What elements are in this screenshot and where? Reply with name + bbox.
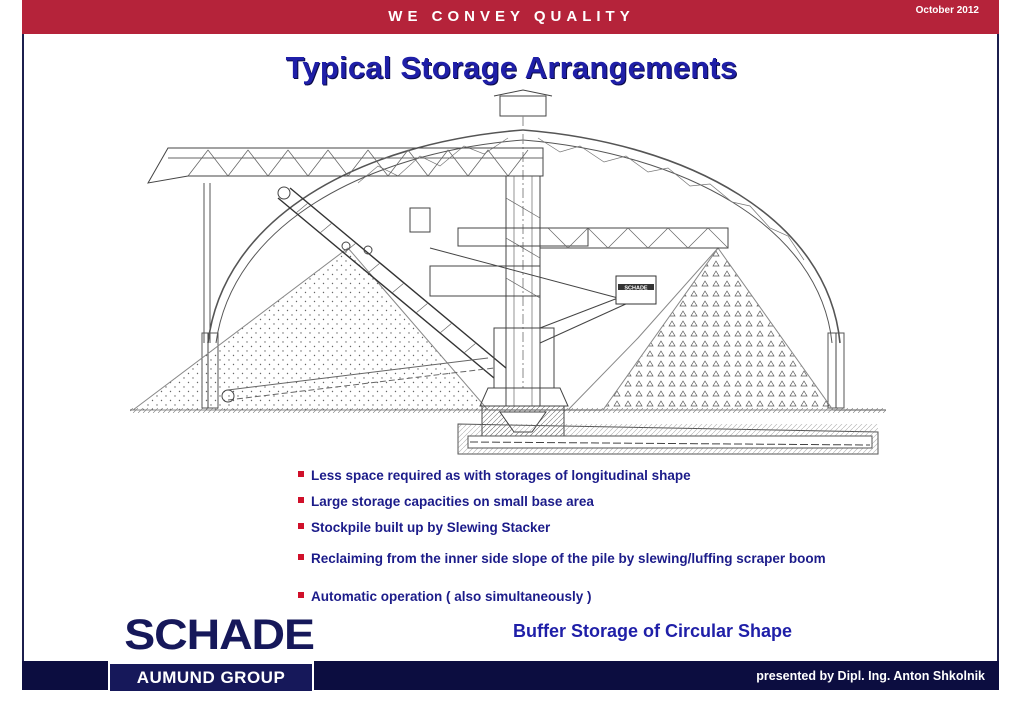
bullet-item: Less space required as with storages of …	[298, 468, 691, 483]
logo-group-name: AUMUND GROUP	[110, 664, 312, 691]
bullet-item: Large storage capacities on small base a…	[298, 494, 594, 509]
bullet-marker	[298, 592, 304, 598]
bullet-text: Stockpile built up by Slewing Stacker	[311, 520, 551, 535]
date-label: October 2012	[915, 5, 979, 16]
bullet-item: Automatic operation ( also simultaneousl…	[298, 589, 592, 604]
circular-storage-drawing: SCHADE	[130, 89, 886, 455]
section-subtitle: Buffer Storage of Circular Shape	[513, 621, 793, 641]
bullet-text: Reclaiming from the inner side slope of …	[311, 551, 826, 566]
bullet-item: Reclaiming from the inner side slope of …	[298, 551, 826, 566]
machine-logo-text: SCHADE	[624, 286, 648, 292]
bullet-marker	[298, 554, 304, 560]
presenter-credit: presented by Dipl. Ing. Anton Shkolnik	[756, 669, 985, 683]
bullet-marker	[298, 471, 304, 477]
bullet-marker	[298, 497, 304, 503]
bullet-item: Stockpile built up by Slewing Stacker	[298, 520, 550, 535]
bullet-text: Automatic operation ( also simultaneousl…	[311, 589, 592, 604]
page-title: Typical Storage Arrangements	[285, 50, 738, 85]
bullet-marker	[298, 523, 304, 529]
logo-wordmark: SCHADE	[124, 611, 315, 659]
tagline: WE CONVEY QUALITY	[388, 8, 635, 25]
header-bar	[22, 0, 999, 34]
bullet-text: Large storage capacities on small base a…	[311, 494, 594, 509]
bullet-text: Less space required as with storages of …	[311, 468, 691, 483]
